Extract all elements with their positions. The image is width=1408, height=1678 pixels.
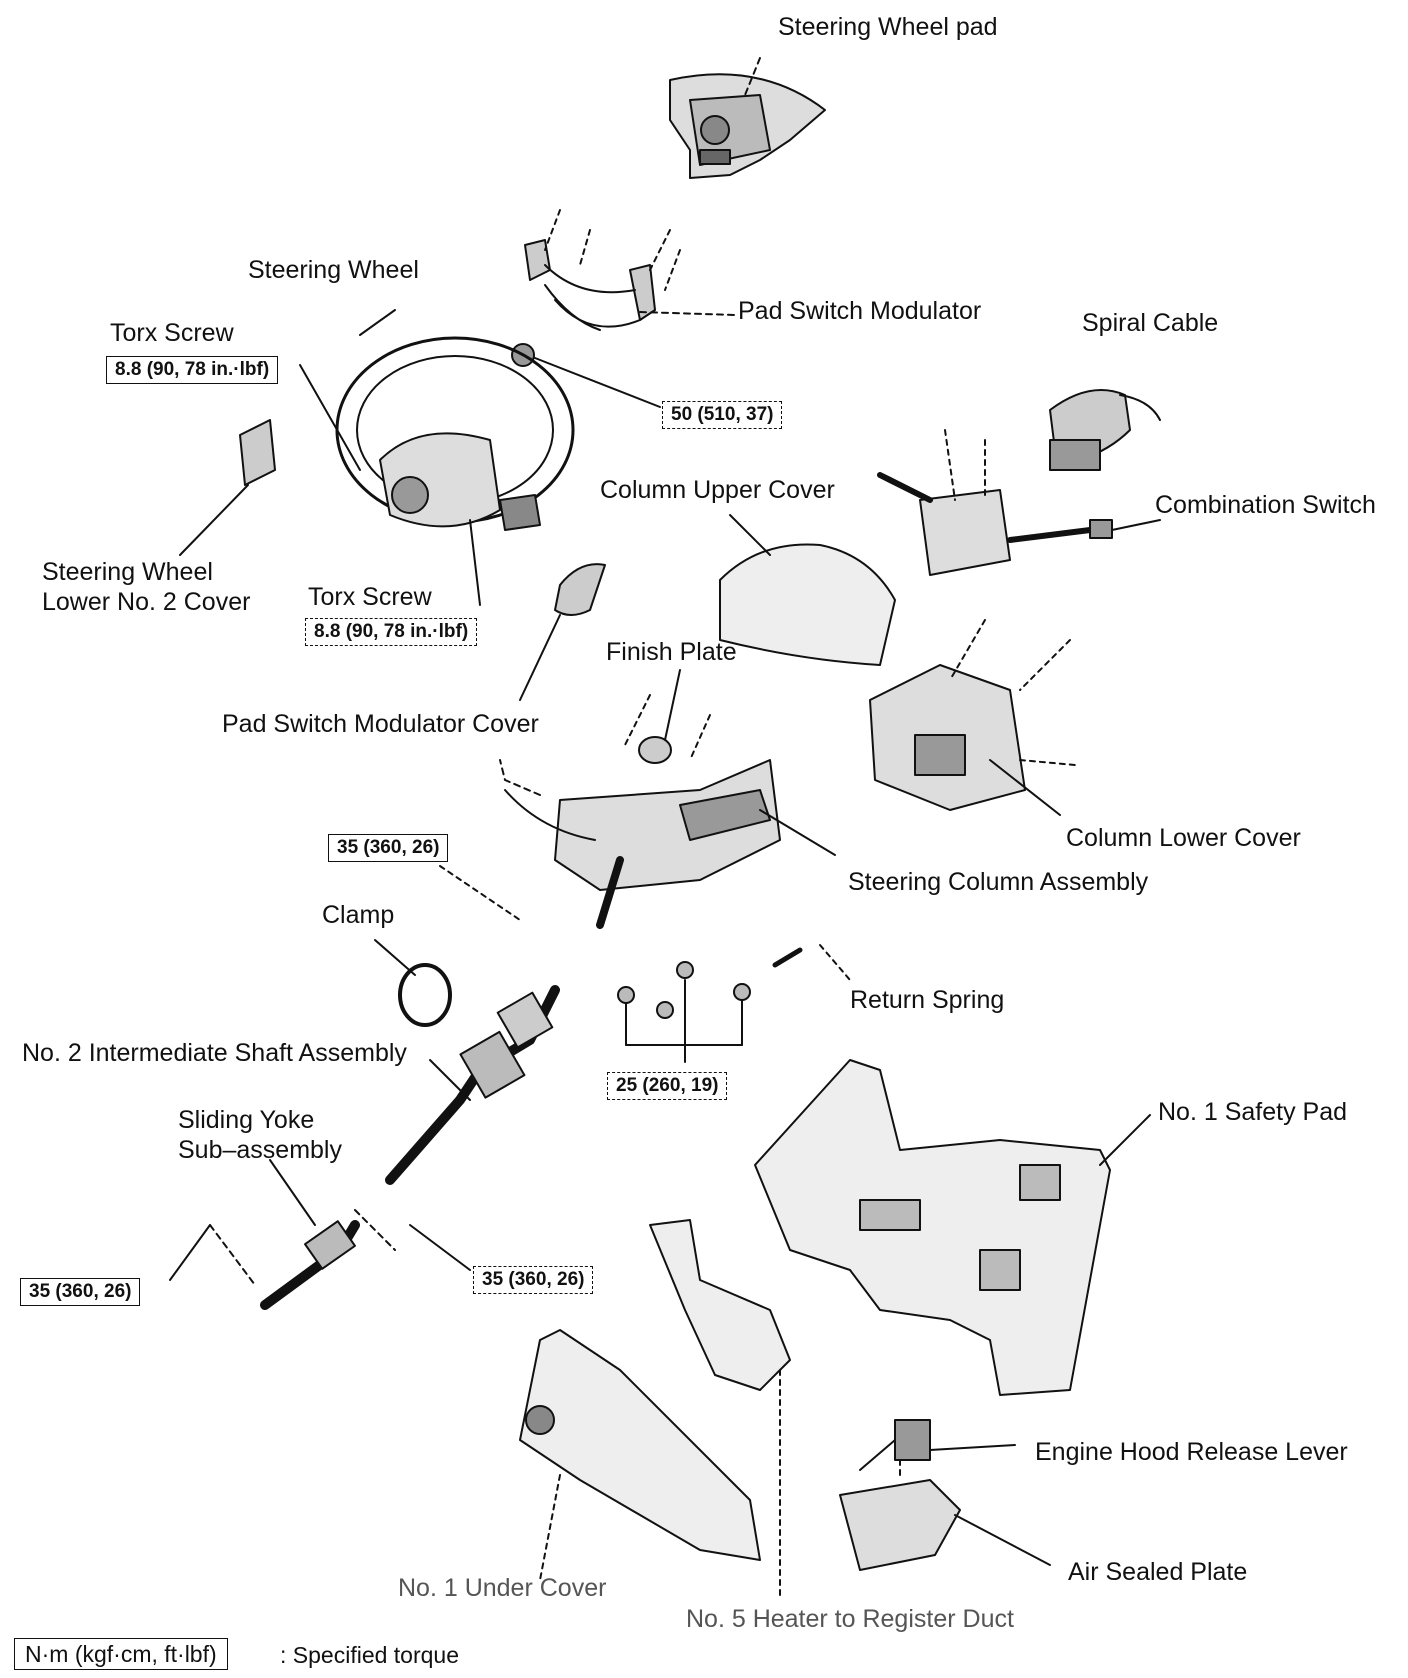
column-lower-cover-drawing [869,619,1076,816]
hood-release-drawing [859,1419,1016,1481]
label-steering-wheel: Steering Wheel [248,256,419,284]
label-torx-screw-upper: Torx Screw [110,319,234,347]
return-spring-drawing [772,944,851,981]
legend-unit-box: N·m (kgf·cm, ft·lbf) [14,1638,228,1670]
label-torx-screw-lower: Torx Screw [308,583,432,611]
torque-torx-upper: 8.8 (90, 78 in.·lbf) [106,356,279,384]
label-no5-heater-duct: No. 5 Heater to Register Duct [686,1605,1014,1633]
label-spiral-cable: Spiral Cable [1082,309,1219,337]
label-engine-hood-release-lever: Engine Hood Release Lever [1035,1438,1348,1466]
label-pad-switch-modulator: Pad Switch Modulator [738,297,982,325]
intermediate-shaft-drawing [385,985,560,1185]
label-no1-under-cover: No. 1 Under Cover [398,1574,607,1602]
label-clamp: Clamp [322,901,395,929]
torque-column-bolt: 35 (360, 26) [328,834,449,862]
label-finish-plate: Finish Plate [606,638,737,666]
label-air-sealed-plate: Air Sealed Plate [1068,1558,1248,1586]
torque-torx-lower: 8.8 (90, 78 in.·lbf) [305,618,478,646]
under-cover-drawing [519,1329,761,1581]
pad-switch-modulator-cover-drawing [519,563,606,701]
column-nuts-drawing [617,961,751,1063]
finish-plate-drawing [624,669,711,764]
label-column-lower-cover: Column Lower Cover [1066,824,1301,852]
steering-wheel-drawing [299,309,575,606]
lower-no2-cover-drawing [179,419,276,556]
label-no2-intermediate-shaft: No. 2 Intermediate Shaft Assembly [22,1039,407,1067]
sliding-yoke-drawing [169,1159,471,1310]
torque-column-nuts: 25 (260, 19) [607,1072,728,1100]
label-steering-wheel-lower-no2-cover: Steering Wheel Lower No. 2 Cover [42,558,251,616]
label-combination-switch: Combination Switch [1155,491,1376,519]
combination-switch-drawing [877,429,1161,576]
clamp-drawing [374,939,452,1027]
torque-yoke-right: 35 (360, 26) [473,1266,594,1294]
label-return-spring: Return Spring [850,986,1005,1014]
torque-wheel-nut: 50 (510, 37) [662,401,783,429]
heater-duct-drawing [649,1219,791,1601]
pad-switch-modulator-drawing [511,209,736,367]
label-no1-safety-pad: No. 1 Safety Pad [1158,1098,1348,1126]
legend-description: : Specified torque [280,1642,460,1668]
steering-wheel-pad-drawing [669,57,826,179]
safety-pad-drawing [754,1059,1151,1396]
spiral-cable-drawing [1049,389,1161,471]
air-sealed-plate-drawing [839,1479,1051,1571]
label-sliding-yoke: Sliding Yoke Sub–assembly [178,1106,342,1164]
steering-column-assembly-drawing [499,759,836,929]
torque-yoke-left: 35 (360, 26) [20,1278,141,1306]
label-steering-column-assembly: Steering Column Assembly [848,868,1149,896]
column-upper-cover-drawing [719,514,896,666]
label-pad-switch-modulator-cover: Pad Switch Modulator Cover [222,710,539,738]
label-steering-wheel-pad: Steering Wheel pad [778,13,998,41]
label-column-upper-cover: Column Upper Cover [600,476,835,504]
